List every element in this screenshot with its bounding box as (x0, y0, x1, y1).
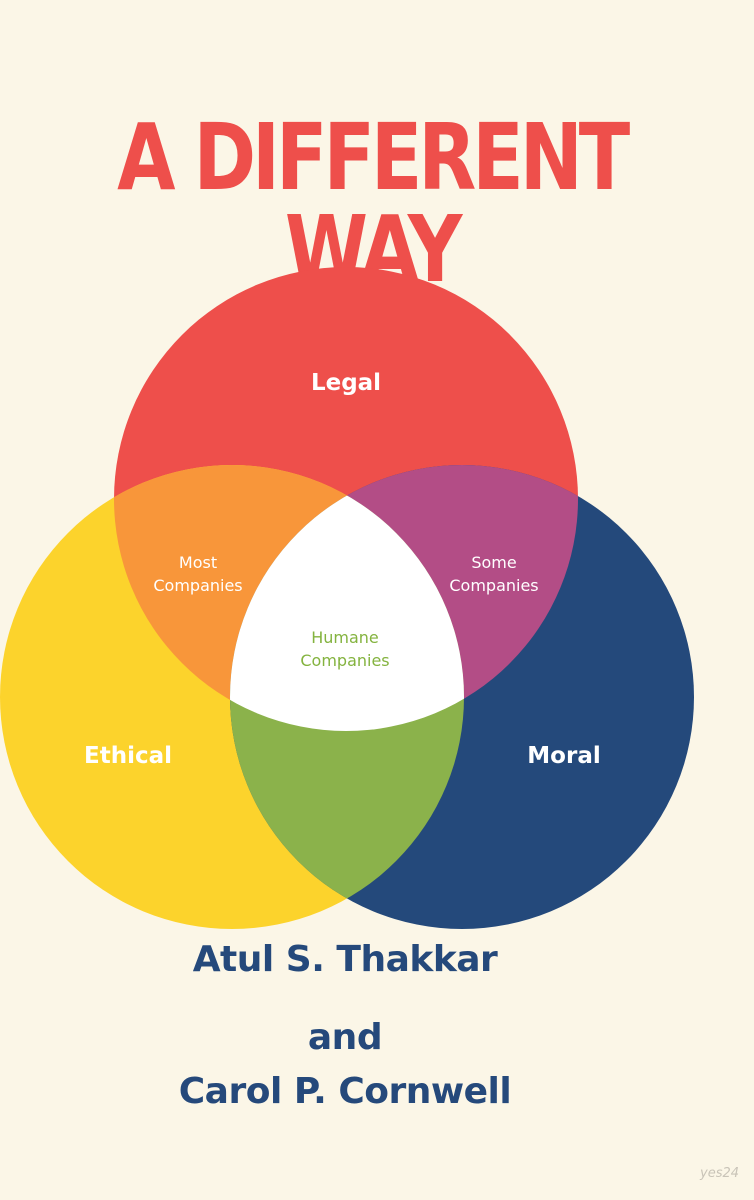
author-conjunction: and (307, 1017, 383, 1058)
most-companies-line1: Most (179, 553, 217, 572)
humane-companies-line2: Companies (300, 651, 389, 670)
author-2: Carol P. Cornwell (178, 1071, 512, 1112)
most-companies-line2: Companies (153, 576, 242, 595)
center-overlap (230, 465, 464, 731)
moral-label: Moral (527, 743, 600, 769)
center-overlap-wrap (230, 465, 464, 731)
book-title: A DIFFERENT WAY (117, 104, 630, 303)
author-1: Atul S. Thakkar (192, 939, 498, 980)
some-companies-line1: Some (471, 553, 516, 572)
ethical-label: Ethical (84, 743, 172, 769)
humane-companies-line1: Humane (311, 628, 379, 647)
legal-label: Legal (311, 370, 381, 396)
publisher-watermark: yes24 (700, 1166, 740, 1181)
some-companies-line2: Companies (449, 576, 538, 595)
